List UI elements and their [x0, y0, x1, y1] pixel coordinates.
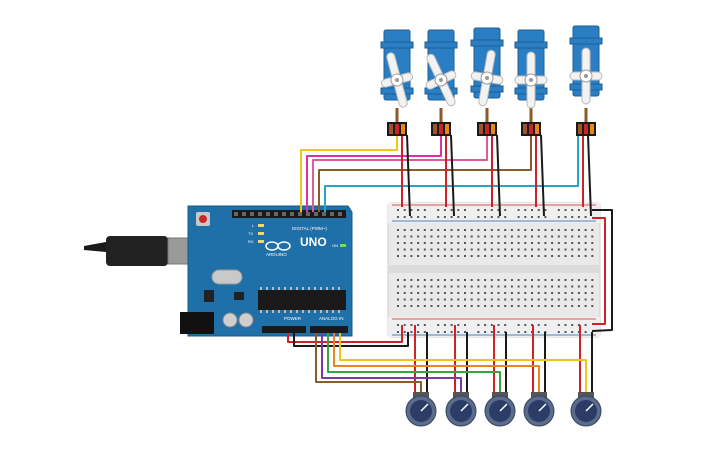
servo-horn-icon[interactable]	[374, 49, 419, 111]
rail-jumper-black[interactable]	[591, 209, 613, 332]
power-jack[interactable]	[180, 312, 214, 334]
digital-label: DIGITAL (PWM~)	[292, 226, 327, 231]
crystal-oscillator	[211, 269, 243, 285]
servo-5-signal-wire[interactable]	[324, 135, 579, 212]
servo-motor-1[interactable]	[374, 29, 419, 136]
digital-header[interactable]	[232, 210, 346, 218]
power-header[interactable]	[262, 326, 306, 333]
wires	[287, 134, 613, 395]
pot-4-wiper-wire[interactable]	[333, 333, 540, 395]
rx-led-label: RX	[248, 239, 254, 244]
breadboard[interactable]	[387, 202, 601, 338]
l-led-label: L	[252, 223, 255, 228]
servo-1-ground-wire[interactable]	[406, 134, 411, 217]
capacitor-1	[222, 312, 238, 328]
knob-indicator-icon	[460, 403, 469, 412]
pot-2-wiper-wire[interactable]	[321, 333, 462, 395]
knob-indicator-icon	[585, 403, 594, 412]
arduino-uno-board[interactable]: DIGITAL (PWM~) UNO ARDUINO L TX RX ON	[180, 205, 353, 337]
tx-led-label: TX	[248, 231, 253, 236]
potentiometer-2[interactable]	[445, 392, 477, 427]
knob-indicator-icon	[420, 403, 429, 412]
arduino-logo-icon	[265, 241, 291, 251]
regulator-chip	[234, 292, 244, 300]
pot-1-wiper-wire[interactable]	[315, 333, 422, 395]
servo-horn-icon[interactable]	[514, 51, 548, 109]
servo-5-ground-wire[interactable]	[587, 134, 592, 217]
on-led-label: ON	[332, 243, 338, 248]
potentiometer-1[interactable]	[405, 392, 437, 427]
potentiometer-3[interactable]	[484, 392, 516, 427]
analog-label: ANALOG IN	[319, 316, 344, 321]
power-label: POWER	[284, 316, 302, 321]
rail-jumper-red[interactable]	[592, 217, 606, 325]
potentiometer-4[interactable]	[523, 392, 555, 427]
servo-4-signal-wire[interactable]	[318, 135, 532, 212]
servo-3-signal-wire[interactable]	[312, 135, 488, 212]
servo-horn-icon[interactable]	[415, 48, 468, 112]
servo-horn-icon[interactable]	[569, 47, 603, 105]
servo-1-signal-wire[interactable]	[300, 135, 398, 212]
servo-4-ground-wire[interactable]	[540, 134, 545, 217]
status-leds	[258, 224, 346, 247]
arduino-gnd-wire[interactable]	[293, 332, 409, 347]
arduino-5v-wire[interactable]	[287, 325, 403, 343]
uno-logo: UNO	[300, 235, 327, 249]
servo-2-ground-wire[interactable]	[450, 134, 455, 217]
capacitor-2	[238, 312, 254, 328]
servo-2-signal-wire[interactable]	[306, 135, 442, 212]
usb-chip	[204, 290, 214, 302]
usb-cable[interactable]	[84, 236, 200, 266]
servo-3-ground-wire[interactable]	[496, 134, 501, 217]
knob-indicator-icon	[538, 403, 547, 412]
servo-motor-5[interactable]	[569, 25, 603, 136]
atmega-chip	[258, 290, 346, 310]
servo-motor-2[interactable]	[415, 29, 468, 136]
pot-3-wiper-wire[interactable]	[327, 333, 501, 395]
servo-horn-icon[interactable]	[466, 48, 507, 109]
potentiometer-5[interactable]	[570, 392, 602, 427]
arduino-brand: ARDUINO	[266, 252, 287, 257]
servo-motor-4[interactable]	[514, 29, 548, 136]
servo-motor-3[interactable]	[466, 27, 507, 136]
pot-5-wiper-wire[interactable]	[339, 333, 587, 395]
knob-indicator-icon	[499, 403, 508, 412]
analog-header[interactable]	[310, 326, 348, 333]
